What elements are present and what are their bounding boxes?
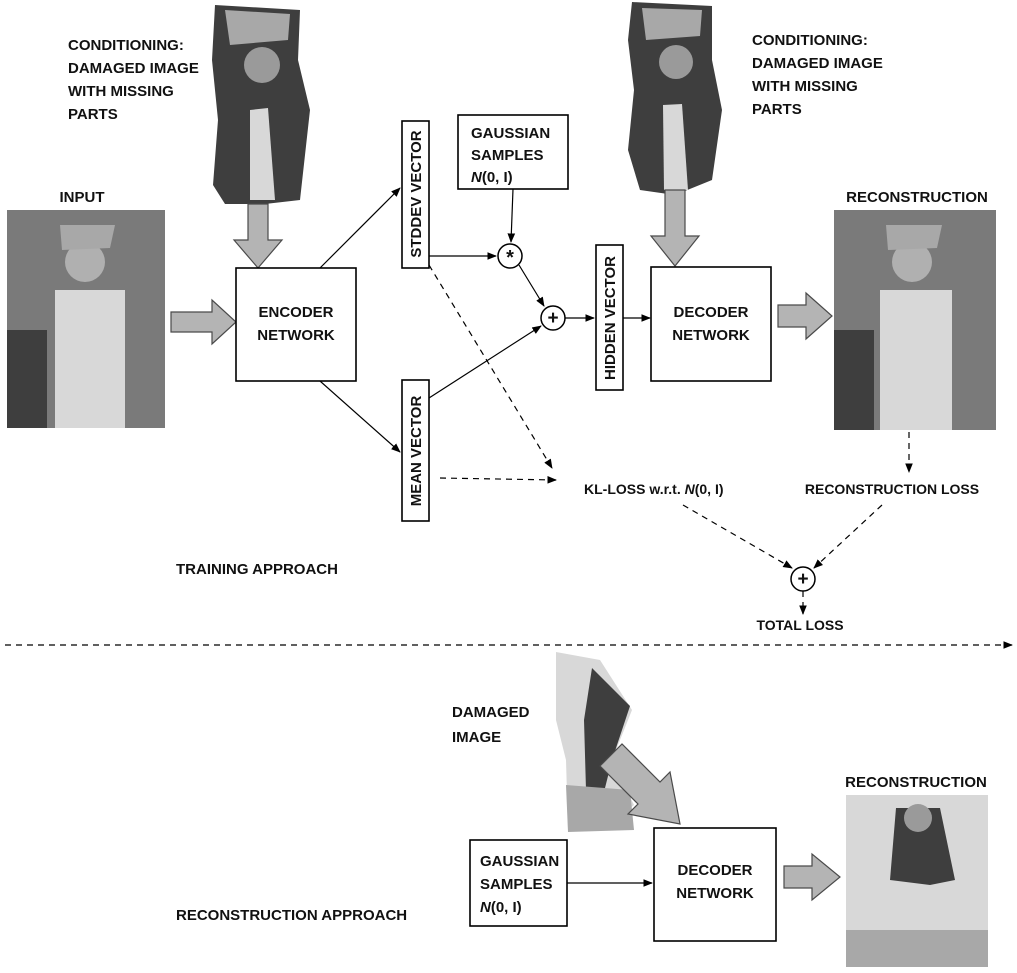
damaged-image-left	[212, 5, 310, 204]
mean-vector-label: MEAN VECTOR	[408, 396, 425, 507]
stddev-vector-label: STDDEV VECTOR	[408, 130, 425, 257]
encoder-line-1: ENCODER	[258, 304, 333, 321]
input-label: INPUT	[60, 189, 105, 206]
gaussian-distribution: N(0, I)	[471, 169, 513, 186]
conditioning-left-label: CONDITIONING: DAMAGED IMAGE WITH MISSING…	[68, 37, 199, 123]
conditioning-right-label: CONDITIONING: DAMAGED IMAGE WITH MISSING…	[752, 32, 883, 118]
damaged-to-decoder-arrow	[599, 743, 681, 825]
kl-loss-rest: (0, I)	[695, 481, 724, 497]
conditioning-to-decoder-arrow	[649, 189, 701, 267]
multiply-operator-symbol: *	[506, 247, 514, 269]
encoder-to-stddev-arrow	[319, 187, 401, 269]
conditioning-left-line-2: DAMAGED IMAGE	[68, 60, 199, 77]
reconstruction-image	[834, 210, 996, 430]
decoder-line-2: NETWORK	[672, 327, 750, 344]
decoder-to-reconstruction-arrow-bottom	[783, 852, 841, 902]
mean-to-kl-dashed-arrow	[439, 476, 557, 484]
multiply-operator	[497, 243, 523, 269]
kl-loss-label: KL-LOSS w.r.t. N(0, I)	[584, 481, 724, 497]
damaged-image-label-line-2: IMAGE	[452, 729, 501, 746]
gaussian-bottom-line-2: SAMPLES	[480, 876, 553, 893]
decoder-line-1: DECODER	[673, 304, 748, 321]
add-operator-symbol: +	[547, 308, 558, 329]
gaussian-samples-box-bottom	[469, 839, 568, 927]
reconstruction-approach-title: RECONSTRUCTION APPROACH	[176, 907, 407, 924]
conditioning-right-line-3: WITH MISSING	[752, 78, 858, 95]
mean-to-add-arrow	[428, 325, 542, 399]
kl-loss-n: N	[685, 481, 696, 497]
decoder-to-reconstruction-arrow	[777, 291, 833, 341]
mean-vector-box	[401, 379, 430, 522]
reconstruction-label: RECONSTRUCTION	[846, 189, 988, 206]
gaussian-bottom-distribution: N(0, I)	[480, 899, 522, 916]
gaussian-line-1: GAUSSIAN	[471, 125, 550, 142]
conditioning-right-line-2: DAMAGED IMAGE	[752, 55, 883, 72]
decoder-bottom-line-2: NETWORK	[676, 885, 754, 902]
conditioning-left-line-4: PARTS	[68, 106, 118, 123]
gaussian-line-2: SAMPLES	[471, 147, 544, 164]
kl-to-sum-dashed-arrow	[682, 504, 793, 569]
reconstruction-image-bottom	[846, 795, 988, 967]
hidden-vector-box	[595, 244, 624, 391]
gaussian-dist-n: N	[471, 169, 483, 186]
stddev-to-kl-dashed-arrow	[428, 264, 553, 469]
gaussian-bottom-dist-rest: (0, I)	[491, 899, 522, 916]
reconstruction-label-bottom: RECONSTRUCTION	[845, 774, 987, 791]
kl-loss-prefix: KL-LOSS w.r.t.	[584, 481, 685, 497]
decoder-bottom-line-1: DECODER	[677, 862, 752, 879]
damaged-image-label-line-1: DAMAGED	[452, 704, 530, 721]
conditioning-right-line-4: PARTS	[752, 101, 802, 118]
multiply-to-add-arrow	[518, 264, 545, 307]
stddev-vector-box	[401, 120, 430, 269]
encoder-network-box	[235, 267, 357, 382]
gaussian-dist-rest: (0, I)	[482, 169, 513, 186]
damaged-image-bottom	[556, 652, 634, 832]
training-approach-title: TRAINING APPROACH	[176, 561, 338, 578]
input-image	[7, 210, 165, 428]
conditioning-to-encoder-arrow	[232, 203, 284, 269]
conditioning-left-line-1: CONDITIONING:	[68, 37, 184, 54]
hidden-vector-label: HIDDEN VECTOR	[602, 256, 619, 380]
total-sum-symbol: +	[797, 569, 808, 590]
reconstruction-loss-label: RECONSTRUCTION LOSS	[805, 481, 979, 497]
input-to-encoder-arrow	[170, 298, 237, 346]
gaussian-bottom-dist-n: N	[480, 899, 492, 916]
gaussian-to-multiply-arrow	[507, 188, 516, 243]
gaussian-bottom-line-1: GAUSSIAN	[480, 853, 559, 870]
decoder-network-box	[650, 266, 772, 382]
encoder-line-2: NETWORK	[257, 327, 335, 344]
decoder-network-box-bottom	[653, 827, 777, 942]
damaged-image-right	[628, 2, 722, 195]
total-loss-label: TOTAL LOSS	[756, 617, 843, 633]
conditioning-left-line-3: WITH MISSING	[68, 83, 174, 100]
encoder-to-mean-arrow	[319, 380, 401, 453]
recon-loss-to-sum-dashed-arrow	[813, 504, 883, 569]
conditioning-right-line-1: CONDITIONING:	[752, 32, 868, 49]
